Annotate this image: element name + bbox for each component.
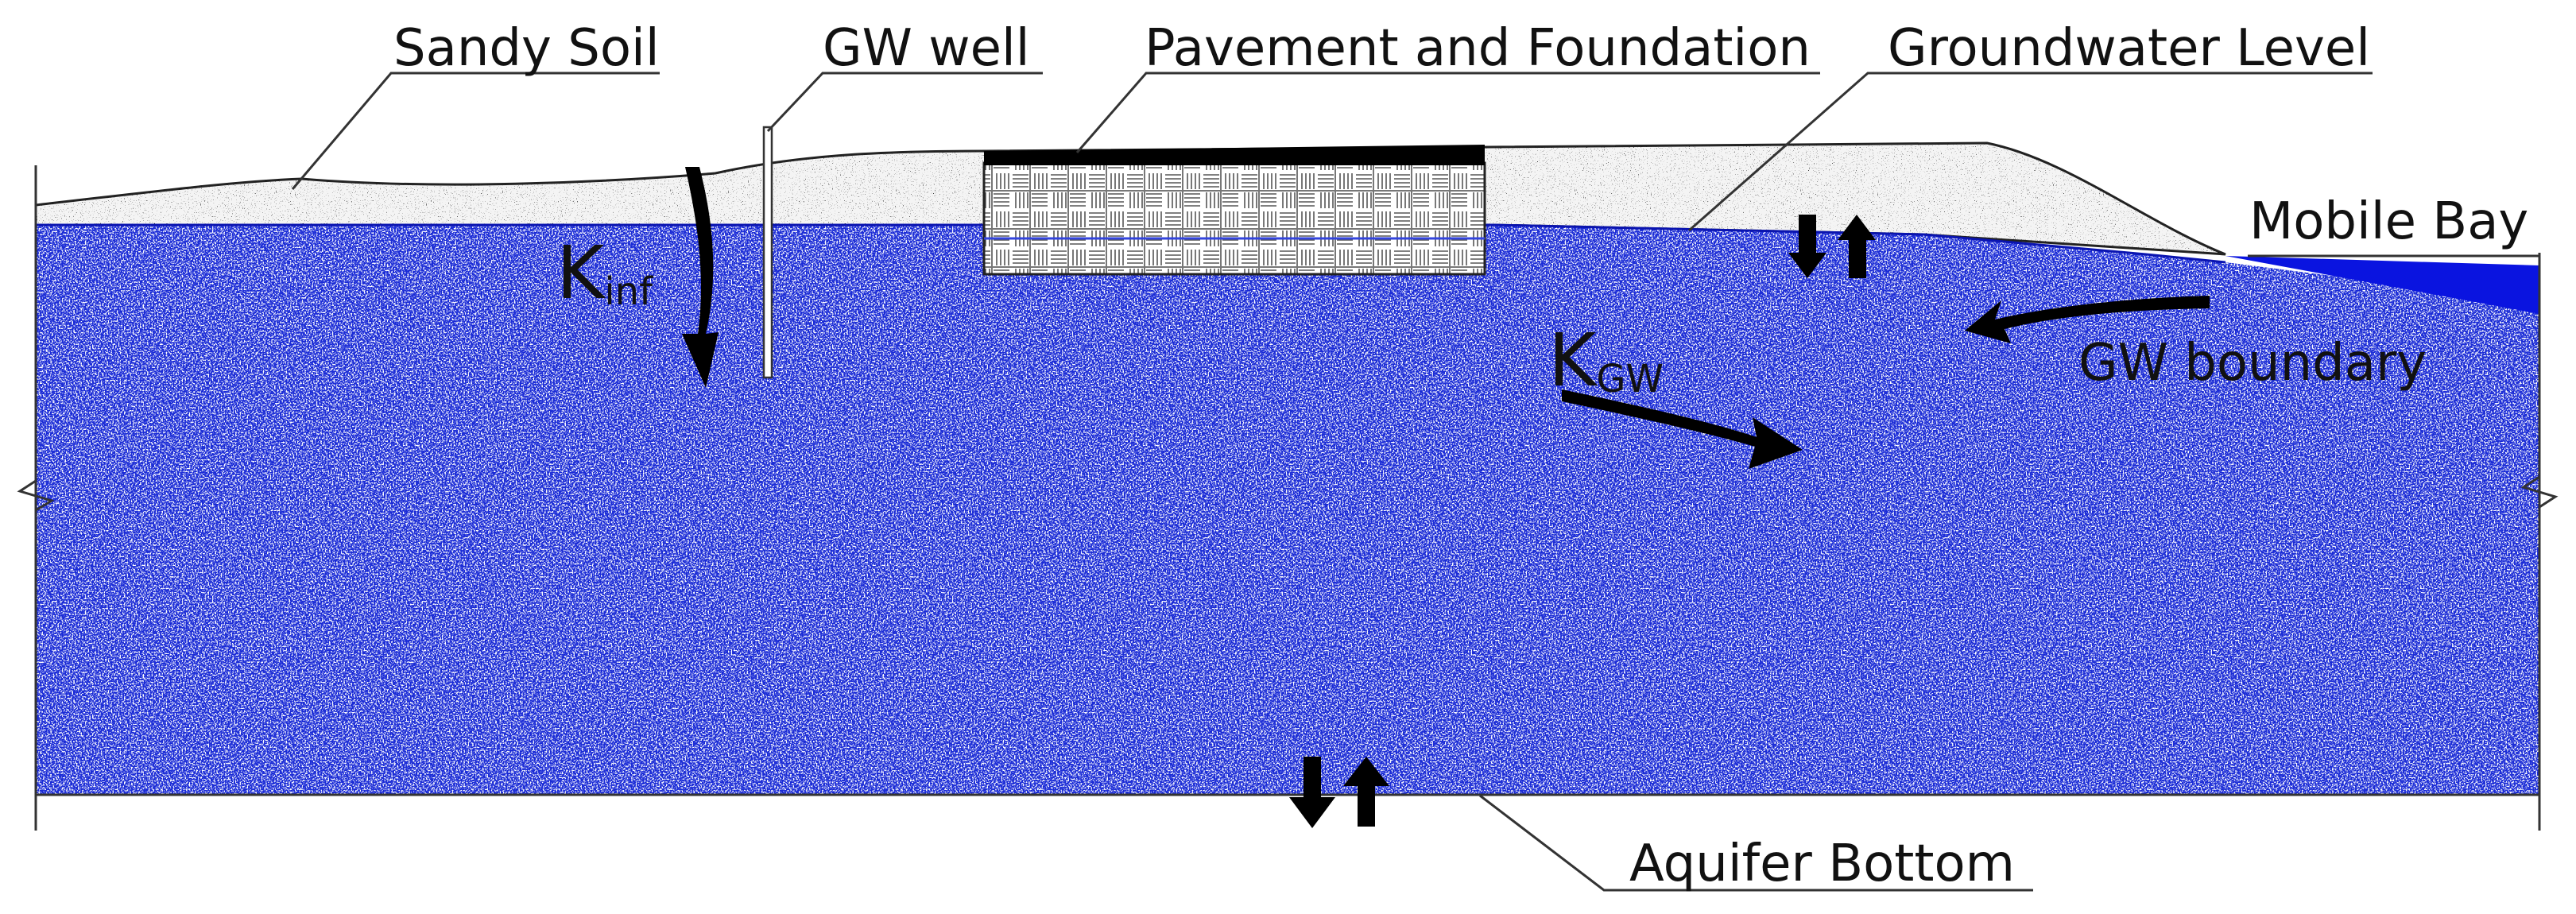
gw-well-pipe <box>762 126 773 379</box>
mobile-bay-label: Mobile Bay <box>2249 192 2528 251</box>
k-inf-label: Kinf <box>556 230 653 316</box>
pavement-leader <box>1075 72 1820 153</box>
right-break-symbol <box>2520 475 2559 509</box>
gw-boundary-label: GW boundary <box>2078 334 2427 393</box>
surface-exchange-arrows <box>1788 215 1876 278</box>
sandy-soil-label: Sandy Soil <box>393 19 660 78</box>
pavement-label: Pavement and Foundation <box>1145 19 1811 78</box>
groundwater-level-label: Groundwater Level <box>1888 19 2370 78</box>
aquifer-texture <box>36 225 2539 795</box>
k-gw-label: KGW <box>1548 318 1664 403</box>
pavement-slab <box>984 145 1485 165</box>
groundwater-level-leader <box>1688 72 2373 232</box>
sandy-soil-leader <box>291 72 660 190</box>
gw-well-leader <box>766 72 1043 133</box>
groundwater-flow-arrow <box>1562 389 1803 469</box>
left-break-symbol <box>17 479 55 512</box>
gw-boundary-inflow-arrow <box>1965 296 2210 343</box>
infiltration-arrow <box>682 167 719 388</box>
mobile-bay-water <box>2225 256 2539 314</box>
bottom-exchange-arrows <box>1289 757 1389 828</box>
aquifer-bottom-leader <box>1479 794 2033 892</box>
aquifer-bottom-label: Aquifer Bottom <box>1629 835 2015 893</box>
foundation-block <box>982 161 1486 276</box>
gw-well-label: GW well <box>823 19 1030 78</box>
